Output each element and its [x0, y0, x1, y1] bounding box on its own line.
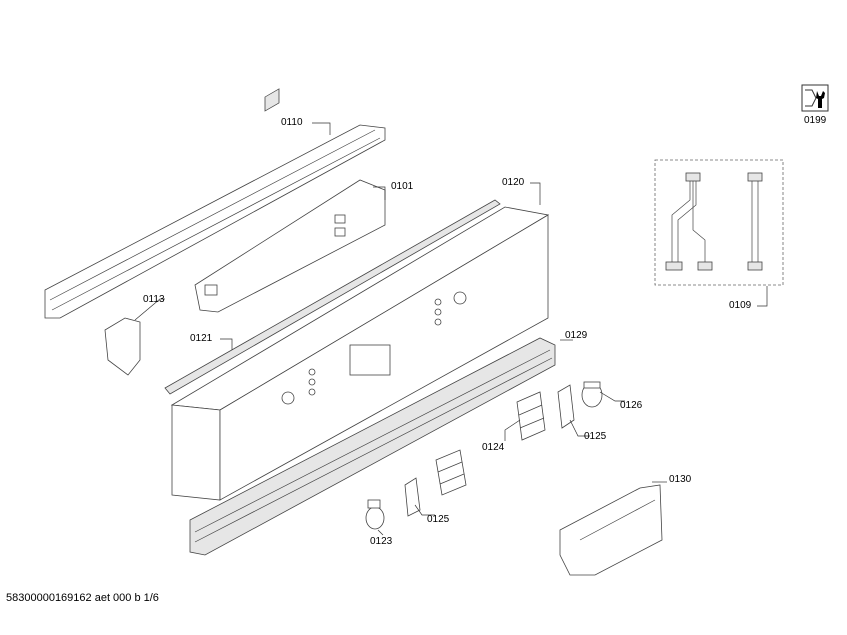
part-label-0121[interactable]: 0121: [190, 333, 213, 344]
part-0110-rail[interactable]: [44, 124, 386, 319]
part-0101-module[interactable]: [194, 88, 386, 313]
part-0129-strip[interactable]: [189, 337, 556, 556]
part-label-0124[interactable]: 0124: [482, 442, 505, 453]
part-label-0125-upper[interactable]: 0125: [584, 431, 607, 442]
part-label-0110[interactable]: 0110: [281, 117, 303, 128]
part-0113-bracket[interactable]: [104, 317, 141, 376]
part-0130-holder[interactable]: [559, 484, 663, 576]
part-0120-fascia[interactable]: [170, 206, 550, 501]
part-0121-seal[interactable]: [164, 199, 501, 395]
part-label-0113[interactable]: 0113: [143, 294, 165, 305]
part-0126-knob[interactable]: [581, 381, 603, 408]
part-label-0123[interactable]: 0123: [370, 536, 393, 547]
part-label-0129[interactable]: 0129: [565, 330, 588, 341]
part-label-0109[interactable]: 0109: [729, 300, 752, 311]
part-0109-harness[interactable]: [654, 159, 784, 286]
leader-lines: [134, 122, 768, 536]
part-0124-buttons-left[interactable]: [435, 449, 467, 496]
part-0125-clip-lower[interactable]: [404, 477, 421, 517]
document-id: 58300000169162 aet 000 b 1/6: [6, 592, 159, 604]
part-label-0125-lower[interactable]: 0125: [427, 514, 450, 525]
wrench-service-icon: [801, 84, 829, 112]
part-label-0199[interactable]: 0199: [804, 115, 827, 126]
part-label-0126[interactable]: 0126: [620, 400, 643, 411]
part-0123-knob[interactable]: [365, 499, 385, 530]
part-0124-buttons-right[interactable]: [516, 391, 546, 441]
part-label-0101[interactable]: 0101: [391, 181, 414, 192]
part-label-0130[interactable]: 0130: [669, 474, 692, 485]
part-label-0120[interactable]: 0120: [502, 177, 525, 188]
part-0125-clip-upper[interactable]: [557, 384, 575, 429]
